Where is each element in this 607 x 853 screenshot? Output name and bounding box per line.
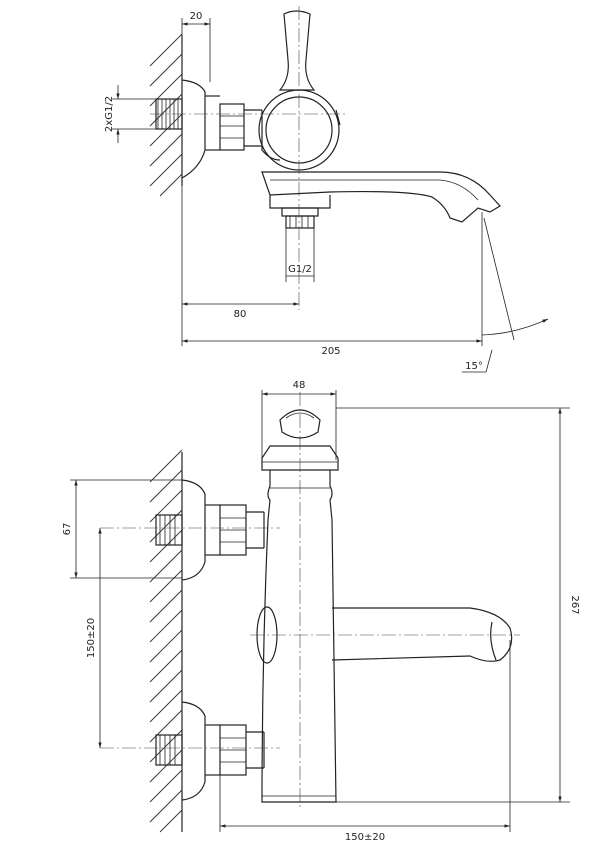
rosette-lower <box>181 701 206 801</box>
dim-48-label: 48 <box>293 380 306 391</box>
diverter-top <box>269 195 331 209</box>
side-view: 20 2xG1/2 G1/2 80 205 15° <box>104 6 549 373</box>
dim-angle-label: 15° <box>465 361 483 372</box>
body-column <box>261 470 337 803</box>
dim-205-label: 205 <box>321 346 340 357</box>
spout-side <box>261 171 501 223</box>
lever-handle <box>278 10 316 91</box>
dim-150-bottom-label: 150±20 <box>345 832 385 843</box>
dim-20-label: 20 <box>190 11 203 22</box>
dim-150-left-label: 150±20 <box>86 618 97 658</box>
dim-80-label: 80 <box>234 309 247 320</box>
dim-67-label: 67 <box>62 523 73 536</box>
spout-front <box>331 607 513 662</box>
rosette-upper <box>181 479 206 581</box>
front-view: 48 67 150±20 267 150±20 <box>62 380 580 843</box>
rosette-top <box>181 79 206 179</box>
wall-thread-lower <box>155 734 183 766</box>
handle-knob <box>279 409 321 439</box>
wall-hatching-front <box>149 449 183 833</box>
wall-thread-upper <box>155 514 183 546</box>
nut-top <box>219 103 245 151</box>
dim-267-label: 267 <box>569 595 580 614</box>
dim-thread-bottom-label: G1/2 <box>288 264 312 275</box>
dim-thread-wall-label: 2xG1/2 <box>104 96 115 132</box>
